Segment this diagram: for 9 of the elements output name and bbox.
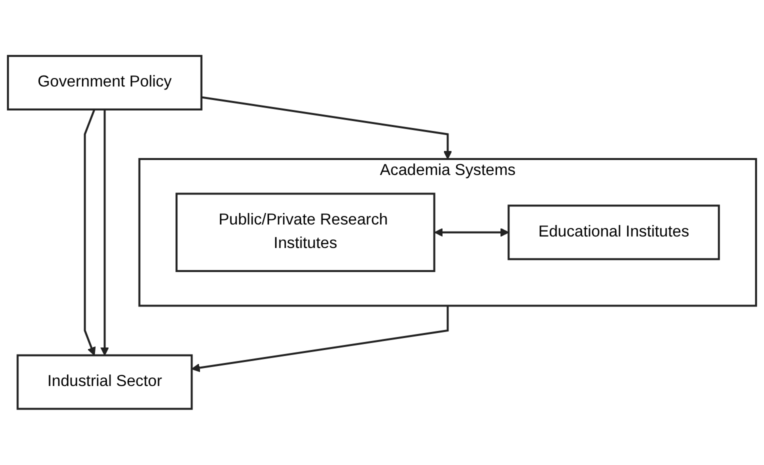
arrow <box>84 109 96 356</box>
arrow <box>201 96 452 160</box>
node-box: Educational Institutes <box>508 204 720 260</box>
arrow <box>100 110 110 356</box>
arrow <box>191 306 449 372</box>
arrow <box>434 228 510 237</box>
node-box: Government Policy <box>6 55 202 111</box>
node-box: Industrial Sector <box>16 354 193 410</box>
node-box: Public/Private Research Institutes <box>176 192 436 272</box>
